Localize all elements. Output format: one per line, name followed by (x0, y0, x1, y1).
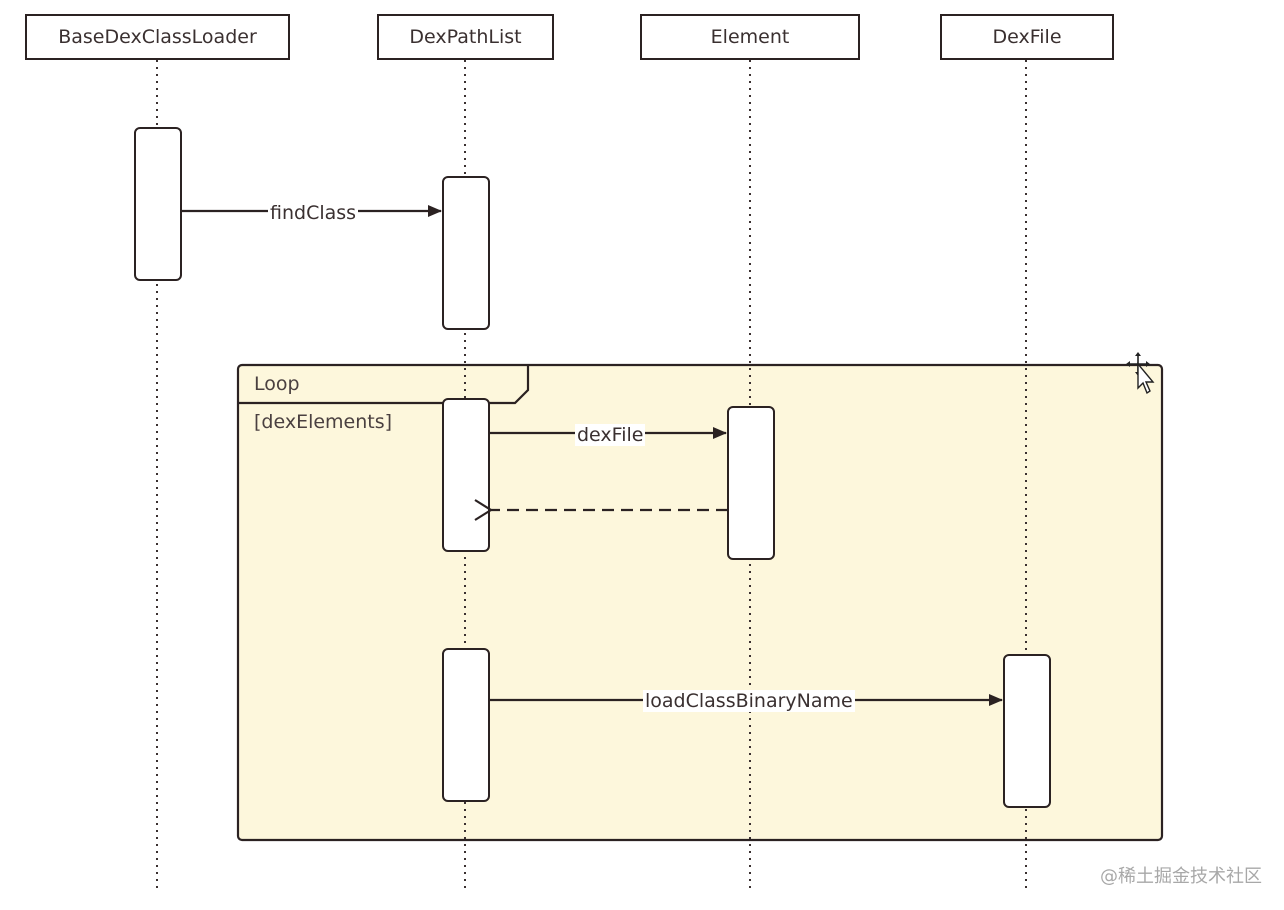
participant-element: Element (640, 14, 860, 60)
loop-tab (238, 365, 530, 405)
activation-dexpathlist-1 (442, 176, 490, 330)
activation-base (134, 127, 182, 281)
participant-label: DexPathList (409, 26, 522, 48)
message-loadclass-label: loadClassBinaryName (643, 690, 855, 712)
activation-element (727, 406, 775, 560)
move-cursor-icon (1126, 352, 1155, 395)
message-findclass-label: findClass (268, 202, 359, 224)
watermark: @稀土掘金技术社区 (1100, 866, 1262, 887)
activation-dexpathlist-2 (442, 398, 490, 552)
loop-title: Loop (254, 373, 300, 395)
participant-label: BaseDexClassLoader (58, 26, 257, 48)
participant-dexpathlist: DexPathList (377, 14, 554, 60)
participant-basedexclassloader: BaseDexClassLoader (25, 14, 290, 60)
participant-dexfile: DexFile (940, 14, 1114, 60)
loop-guard: [dexElements] (254, 411, 393, 433)
activation-dexpathlist-3 (442, 648, 490, 802)
activation-dexfile (1003, 654, 1051, 808)
message-dexfile-label: dexFile (575, 424, 646, 446)
participant-label: DexFile (992, 26, 1062, 48)
participant-label: Element (710, 26, 790, 48)
